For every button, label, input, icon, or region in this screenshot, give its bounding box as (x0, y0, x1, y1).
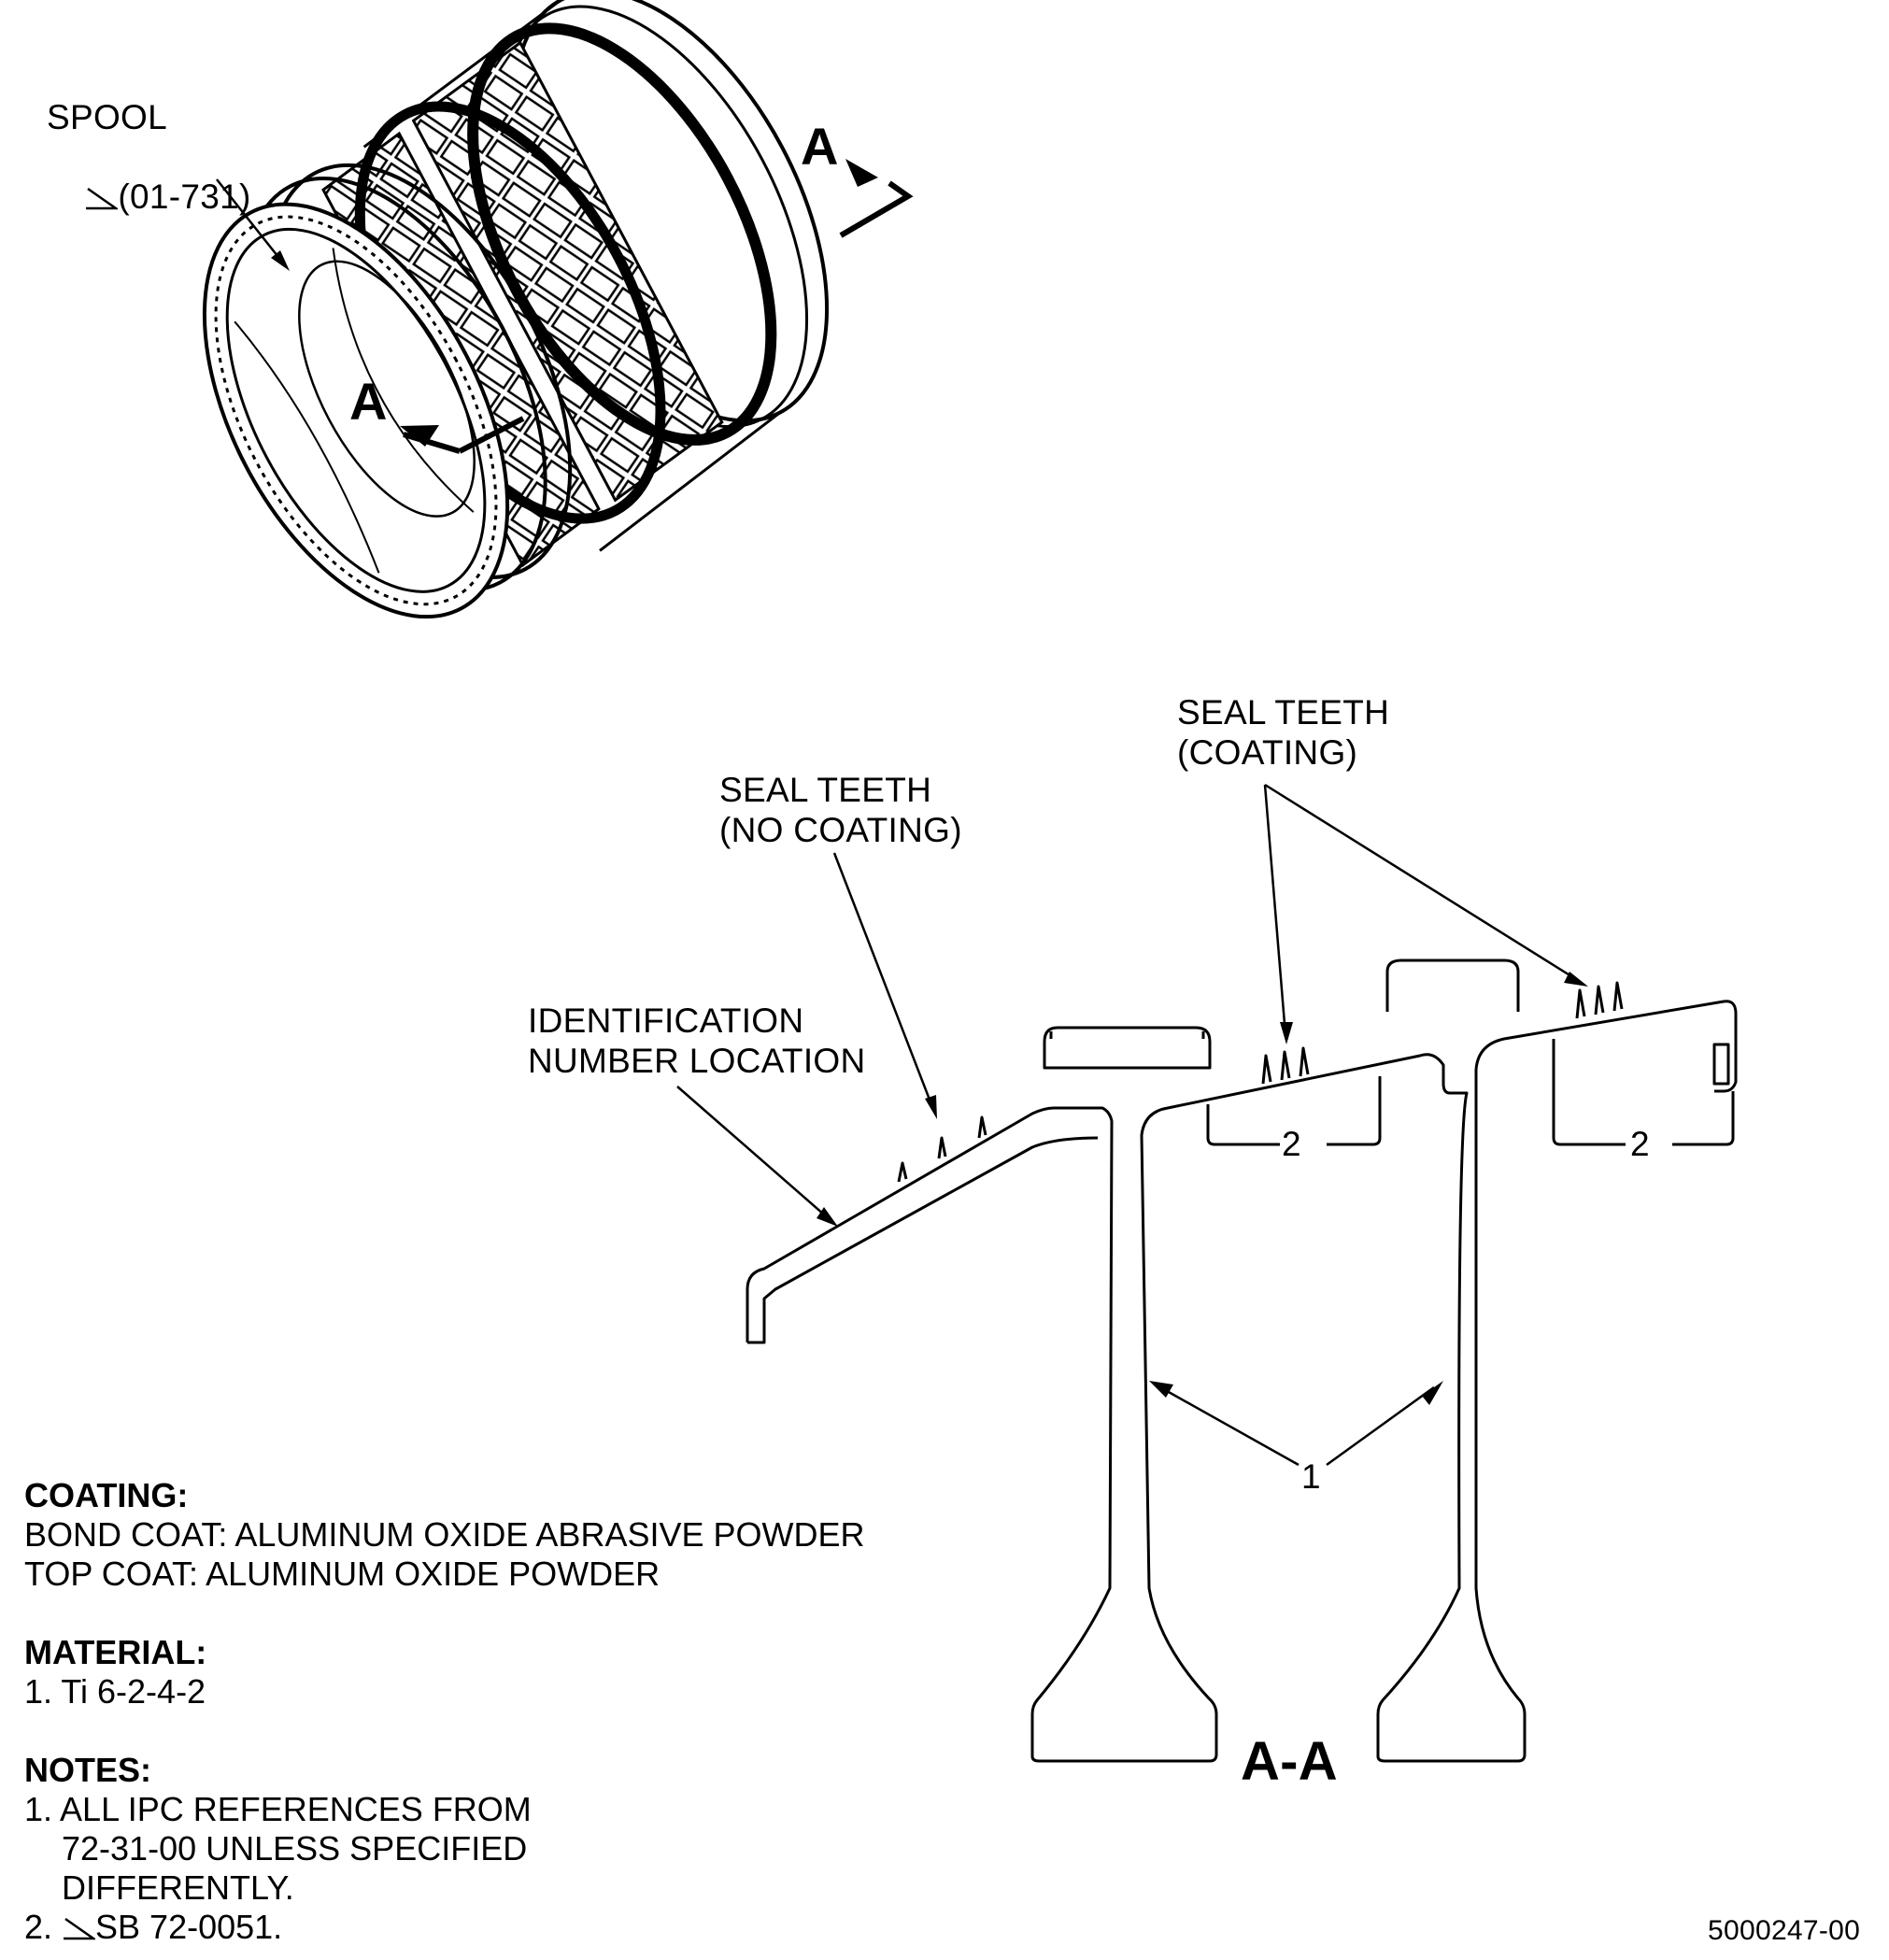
note-line-1: 1. ALL IPC REFERENCES FROM (24, 1790, 532, 1828)
spool-label: SPOOL (47, 98, 167, 136)
note-line-2: 72-31-00 UNLESS SPECIFIED (24, 1829, 528, 1868)
coating-top: TOP COAT: ALUMINUM OXIDE POWDER (24, 1555, 660, 1593)
seal-teeth-no-coating-line2: (NO COATING) (719, 811, 962, 849)
figure-id: 5000247-00 (1708, 1915, 1861, 1946)
coating-bond: BOND COAT: ALUMINUM OXIDE ABRASIVE POWDE… (24, 1515, 865, 1554)
callout-2b: 2 (1630, 1125, 1650, 1163)
identification-line2: NUMBER LOCATION (528, 1042, 866, 1080)
spacer (24, 1594, 865, 1633)
material-heading: MATERIAL: (24, 1633, 207, 1671)
section-marker-bottom: A (349, 372, 388, 431)
note-line-3: DIFFERENTLY. (24, 1868, 294, 1907)
sb-triangle-icon (86, 187, 119, 210)
spacer (24, 1711, 865, 1751)
section-marker-top: A (801, 117, 839, 176)
coating-heading: COATING: (24, 1476, 189, 1514)
notes-block: COATING: BOND COAT: ALUMINUM OXIDE ABRAS… (24, 1476, 865, 1947)
sb-triangle-icon (64, 1917, 96, 1940)
note-2-number: 2. (24, 1908, 63, 1946)
material-item-1: 1. Ti 6-2-4-2 (24, 1672, 206, 1711)
identification-line1: IDENTIFICATION (528, 1001, 804, 1040)
seal-teeth-coating-line1: SEAL TEETH (1177, 693, 1390, 731)
seal-teeth-no-coating-line1: SEAL TEETH (719, 771, 932, 809)
callout-2a: 2 (1282, 1125, 1301, 1163)
seal-teeth-coating-line2: (COATING) (1177, 733, 1358, 772)
notes-heading: NOTES: (24, 1751, 152, 1789)
note-2-text: SB 72-0051. (95, 1908, 283, 1946)
callout-1: 1 (1301, 1457, 1321, 1496)
section-title: A-A (1241, 1731, 1338, 1792)
spool-ref: (01-731) (118, 178, 251, 216)
note-line-4: 2. SB 72-0051. (24, 1908, 865, 1947)
spool-ref-label: (01-731) (45, 138, 251, 256)
